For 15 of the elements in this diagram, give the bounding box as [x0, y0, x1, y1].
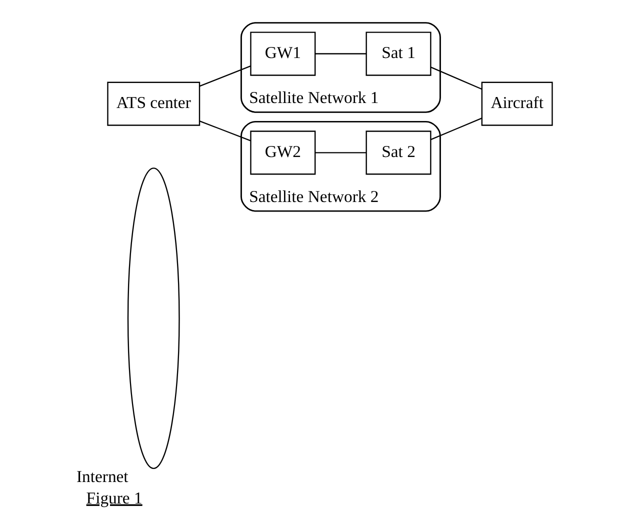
- connector: [315, 152, 366, 154]
- connector: [315, 53, 366, 54]
- node-label: Internet: [76, 466, 128, 486]
- node-box: Sat 1: [366, 32, 432, 76]
- connector: [199, 66, 251, 87]
- connector: [430, 66, 482, 90]
- node-box: GW2: [250, 130, 316, 175]
- node-box: GW1: [250, 32, 316, 76]
- node-box: Sat 2: [366, 130, 432, 175]
- connector: [199, 120, 251, 142]
- node-box: ATS center: [107, 82, 200, 126]
- node-ellipse: [127, 168, 180, 470]
- node-box: Aircraft: [481, 82, 553, 126]
- connector: [430, 118, 482, 140]
- caption: Figure 1: [86, 488, 142, 508]
